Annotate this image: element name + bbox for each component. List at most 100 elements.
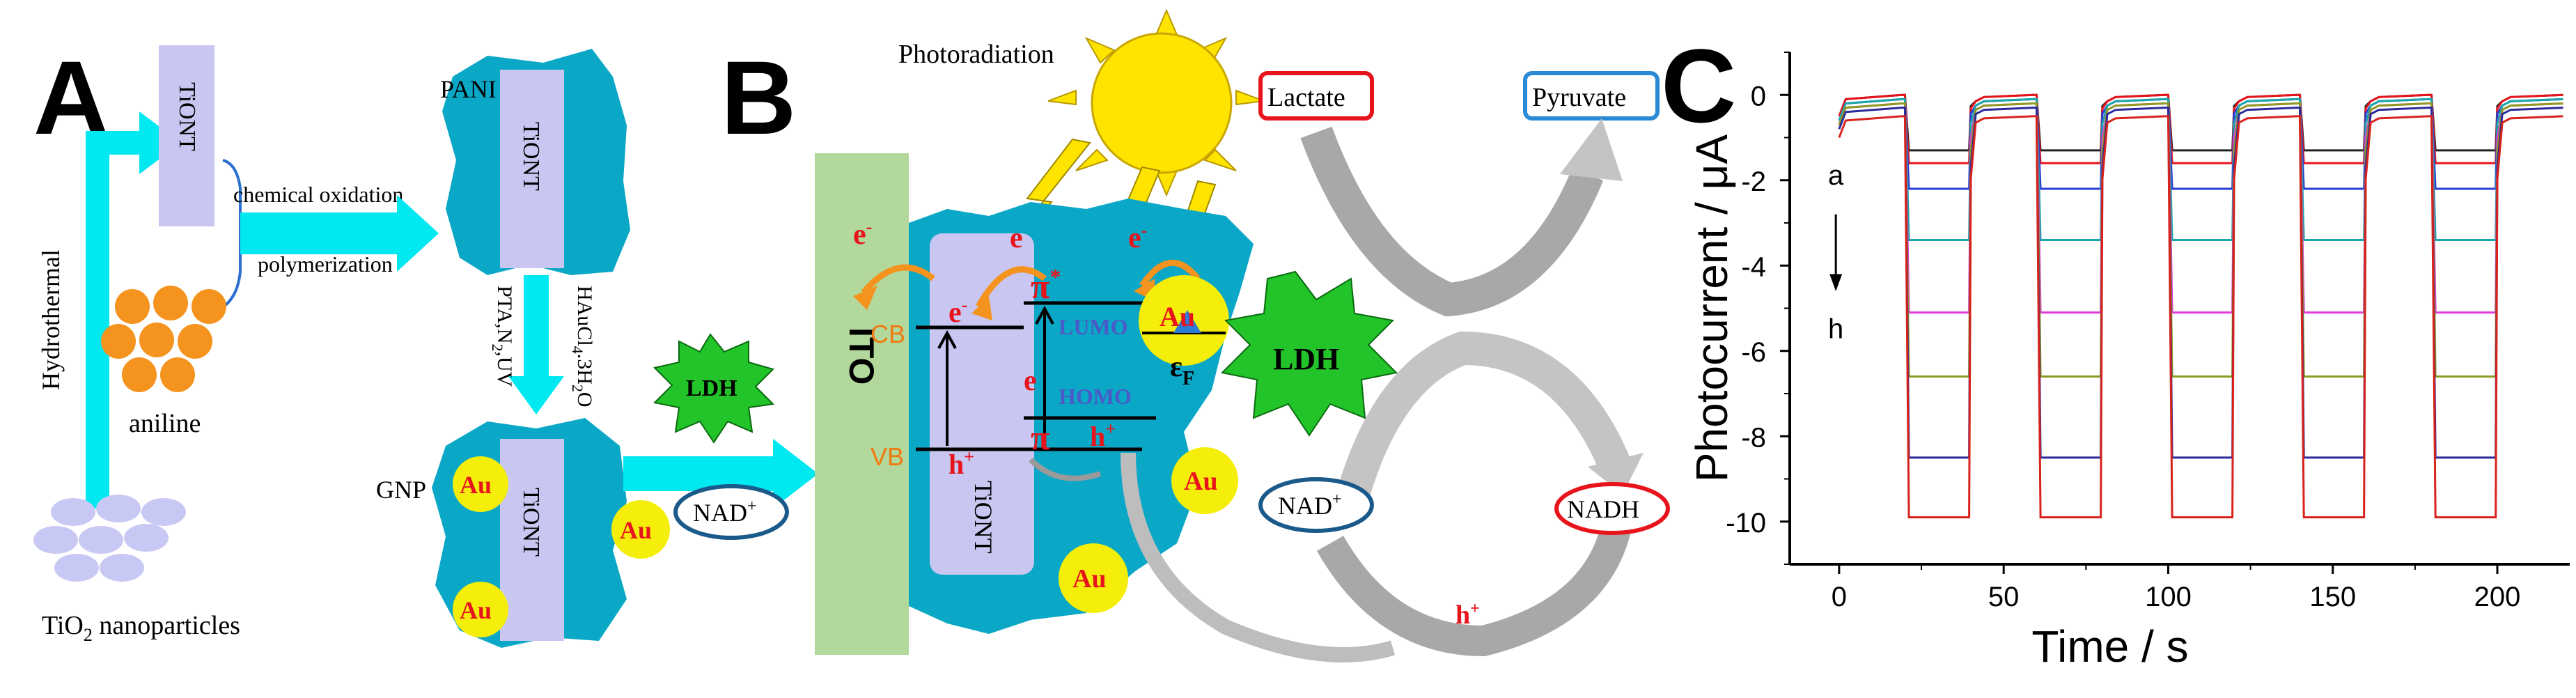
au-particle-b1	[1171, 447, 1238, 514]
chem-ox-label: chemical oxidation	[233, 182, 403, 207]
electron-2: e	[1010, 222, 1023, 254]
series-line-2	[1838, 93, 2563, 164]
tio2-label: TiO2 nanoparticles	[42, 611, 240, 645]
gnp-au-label-3: Au	[620, 516, 652, 544]
nadh-to-nad-arrow	[1316, 525, 1631, 657]
photoradiation-label: Photoradiation	[898, 40, 1054, 69]
gnp-label: GNP	[376, 476, 426, 504]
pyruvate-box	[1523, 71, 1660, 121]
nadh-ellipse	[1554, 482, 1670, 535]
nadh-label: NADH	[1567, 495, 1639, 523]
tiont-b	[930, 233, 1034, 575]
electron-5: e	[1024, 365, 1037, 397]
series-line-6	[1838, 102, 2563, 378]
lumo-label: LUMO	[1059, 314, 1128, 339]
series-line-4	[1838, 98, 2563, 241]
pta-label: PTA,N2,UV	[489, 286, 516, 387]
pyruvate-label: Pyruvate	[1532, 83, 1626, 112]
lactate-box	[1258, 71, 1374, 121]
y-tick-label: -4	[1741, 251, 1766, 282]
electron-transfer-arrows	[861, 259, 1201, 309]
panel-a: A Hydrothermal TiONT chemical oxidation …	[33, 39, 818, 648]
hole-transfer-arrow	[1121, 452, 1396, 662]
polymerization-label: polymerization	[258, 251, 393, 277]
au-particle-b2	[1059, 543, 1128, 613]
electron-4: e-	[1128, 220, 1147, 254]
pyruvate-arrowhead	[1560, 118, 1623, 181]
polymerization-arrow	[240, 195, 439, 272]
pani-tiont-label: TiONT	[518, 122, 544, 191]
fermi-label: εF	[1170, 351, 1194, 389]
gnp-au-label-2: Au	[460, 596, 492, 624]
nad-label-a: NAD+	[693, 497, 757, 527]
aniline-particles	[101, 286, 226, 392]
cb-label: CB	[871, 320, 905, 348]
hole-1: h+	[949, 447, 974, 480]
aniline-label: aniline	[129, 409, 201, 438]
series-line-5	[1838, 102, 2563, 314]
pi-star-label: π*	[1031, 264, 1061, 306]
ldh-label-a: LDH	[686, 375, 737, 401]
tiont-rod	[159, 45, 214, 226]
annotation-a: a	[1828, 160, 1844, 191]
x-tick-label: 50	[1988, 582, 2020, 612]
nad-label-b: NAD+	[1278, 490, 1342, 520]
pani-label: PANI	[440, 75, 497, 103]
fermi-arrow-icon	[1173, 310, 1201, 333]
panel-c-letter: C	[1661, 27, 1736, 144]
hydrothermal-label: Hydrothermal	[37, 249, 65, 390]
sun-icon	[1047, 8, 1265, 197]
series-line-3	[1838, 98, 2563, 190]
annotation-arrow-head	[1829, 274, 1843, 291]
gnp-au-label-1: Au	[460, 471, 492, 499]
y-tick-label: -6	[1741, 337, 1766, 368]
tiont-b-label: TiONT	[969, 481, 997, 554]
y-tick-label: -10	[1726, 508, 1766, 538]
band-arrows	[937, 305, 1054, 446]
panel-b: B Photoradiation ITO	[721, 8, 1670, 662]
hydrothermal-arrow	[86, 131, 143, 509]
au-label-b1: Au	[1184, 467, 1218, 496]
y-tick-label: -8	[1741, 422, 1766, 453]
ito-label: ITO	[842, 327, 881, 385]
x-axis-label: Time / s	[2031, 621, 2188, 672]
annotation-h: h	[1828, 313, 1843, 344]
au-label-b2: Au	[1072, 564, 1107, 594]
lactate-to-pyruvate-arrow	[1300, 126, 1604, 317]
pani-tiont-rod	[500, 70, 564, 268]
homo-label: HOMO	[1059, 384, 1132, 409]
tio2-particles	[33, 495, 186, 582]
y-axis-label: Photocurrent / μA	[1687, 134, 1737, 483]
x-tick-label: 100	[2145, 582, 2192, 612]
vb-label: VB	[871, 442, 904, 471]
ldh-label-b: LDH	[1273, 342, 1339, 376]
series-line-8	[1838, 115, 2563, 519]
x-tick-label: 200	[2474, 582, 2521, 612]
gnp-au-particles	[453, 456, 670, 637]
nad-ellipse-a	[673, 484, 789, 540]
y-tick-label: -2	[1741, 166, 1766, 197]
gnp-tiont-rod	[500, 439, 564, 641]
ldh-star-b	[1220, 270, 1398, 437]
recombination-arrow	[1029, 458, 1102, 481]
nad-to-nadh-arrow	[1334, 331, 1632, 506]
down-arrow-shaft	[524, 275, 549, 380]
au-fermi-label: Au	[1160, 301, 1195, 332]
lactate-label: Lactate	[1267, 83, 1345, 112]
x-tick-label: 150	[2309, 582, 2356, 612]
gnp-tiont-label: TiONT	[518, 488, 544, 557]
hole-3: h+	[1455, 600, 1480, 630]
electron-1: e-	[853, 217, 872, 251]
electron-3: e-	[949, 295, 967, 329]
pi-label: π	[1031, 418, 1049, 457]
ito-electrode	[815, 153, 909, 655]
tiont-rod-label: TiONT	[174, 82, 200, 151]
series-line-7	[1838, 107, 2563, 459]
panel-b-letter: B	[721, 39, 796, 156]
nad-ellipse-b	[1258, 477, 1374, 533]
nadh-arrowhead	[1588, 453, 1644, 495]
ldh-star-a	[653, 333, 775, 444]
